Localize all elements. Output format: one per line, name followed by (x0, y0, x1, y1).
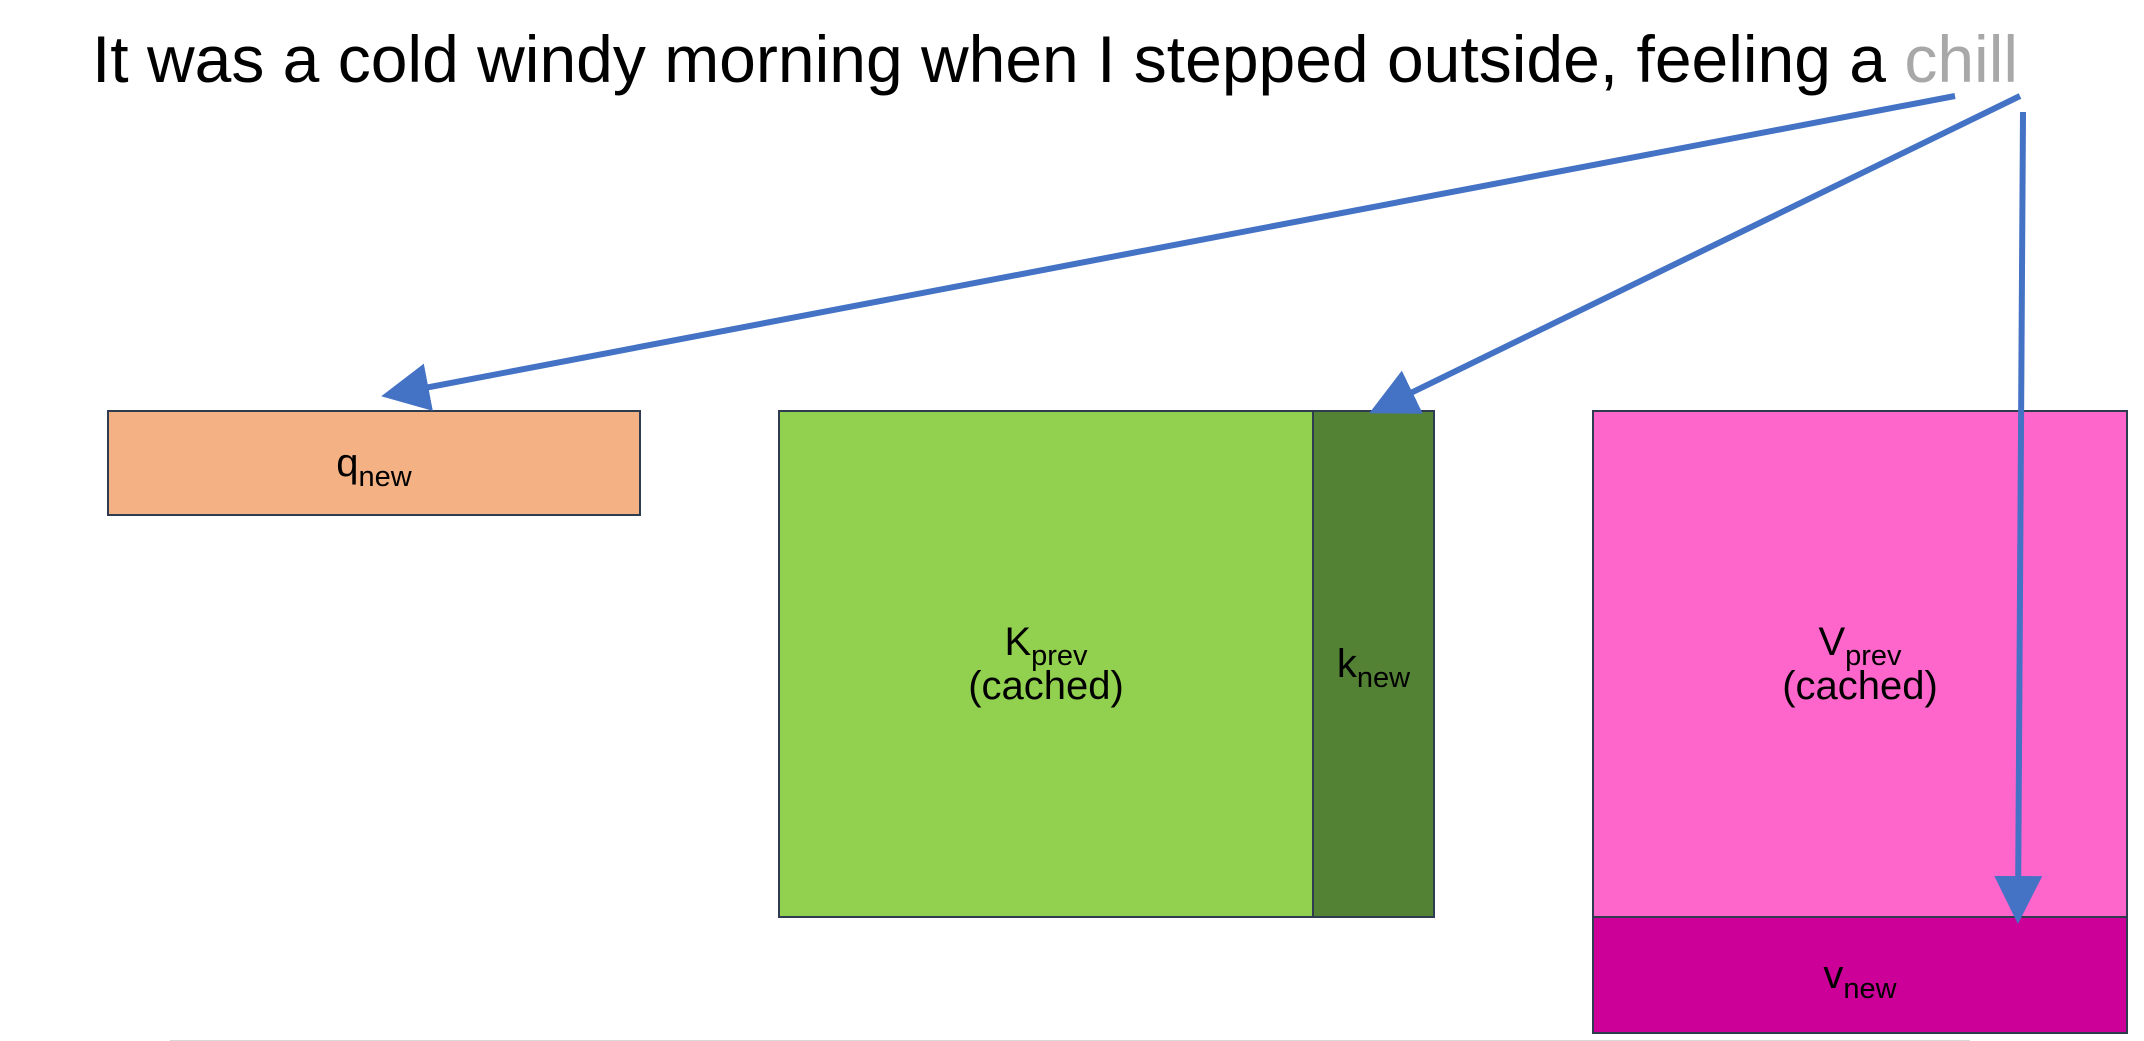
key-cached-label: Kprev (cached) (968, 620, 1124, 708)
query-new-label: qnew (336, 441, 411, 492)
value-cached-main: V (1818, 620, 1846, 664)
key-new-main: k (1336, 642, 1357, 686)
value-new-main: v (1823, 953, 1844, 997)
key-cached-main: K (1004, 620, 1032, 664)
value-new-label: vnew (1823, 953, 1896, 1004)
value-cached-sub: prev (1845, 640, 1902, 672)
key-new-sub: new (1356, 662, 1411, 694)
query-new-sub: new (358, 461, 412, 493)
current-token: chill (1904, 22, 2019, 96)
value-cached-label: Vprev (cached) (1782, 620, 1938, 708)
query-new-box: qnew (107, 410, 641, 516)
value-cached-note: (cached) (1782, 664, 1938, 708)
key-new-box: knew (1312, 410, 1435, 918)
sentence-text: It was a cold windy morning when I stepp… (91, 22, 1905, 96)
input-sentence: It was a cold windy morning when I stepp… (0, 14, 2110, 104)
key-cached-sub: prev (1031, 640, 1088, 672)
key-cached-note: (cached) (968, 664, 1124, 708)
value-new-sub: new (1843, 973, 1897, 1005)
key-cached-box: Kprev (cached) (778, 410, 1314, 918)
key-new-label: knew (1336, 642, 1410, 693)
arrow-to-query (381, 93, 1956, 411)
arrow-to-key (1369, 93, 2022, 414)
value-new-box: vnew (1592, 916, 2128, 1034)
query-new-main: q (336, 441, 359, 485)
value-cached-box: Vprev (cached) (1592, 410, 2128, 918)
